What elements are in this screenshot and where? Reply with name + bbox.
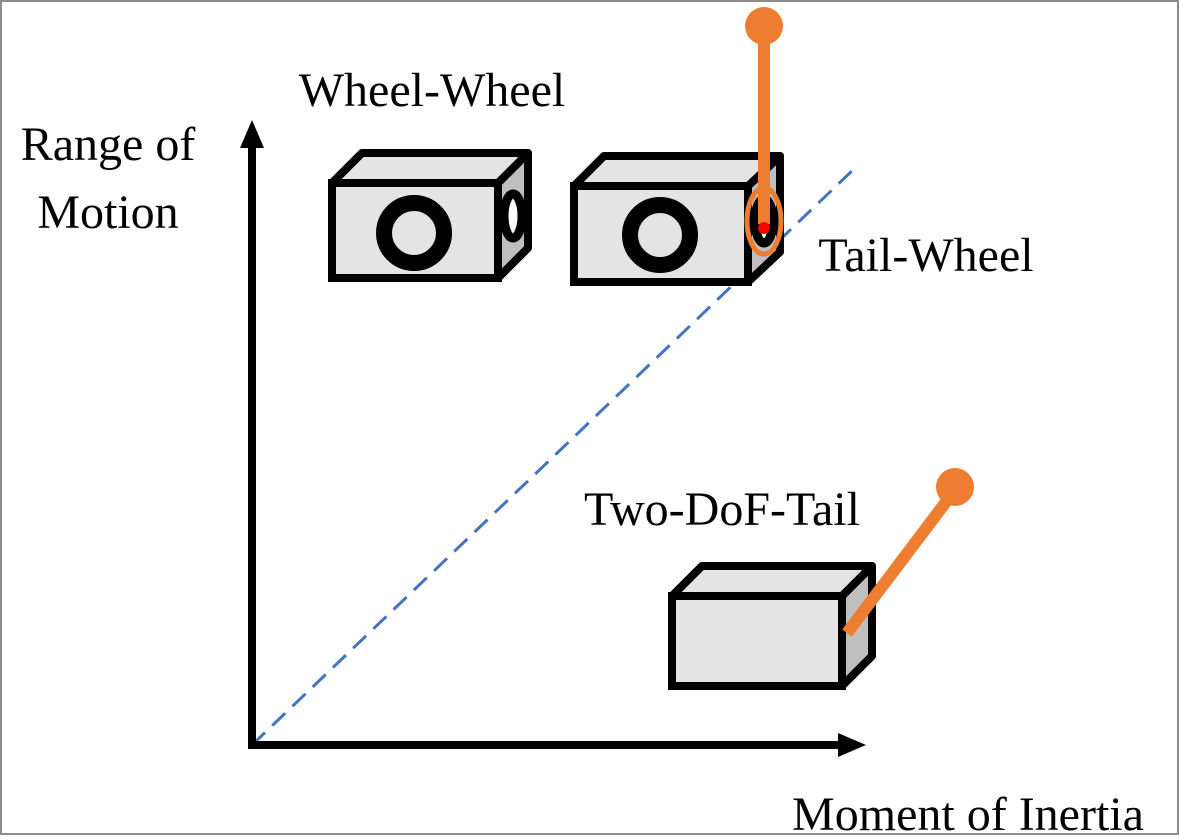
x-axis-arrowhead [838, 733, 866, 757]
pivot-point-icon [758, 222, 770, 234]
box-top-face [570, 152, 784, 190]
tail-mass-icon [745, 7, 783, 45]
tail-wheel-box [570, 7, 784, 286]
wheel-icon [376, 195, 452, 271]
y-axis [240, 120, 264, 748]
two-dof-tail-label: Two-DoF-Tail [584, 483, 860, 536]
x-axis-label: Moment of Inertia [792, 788, 1144, 835]
tail-mass-icon [936, 468, 974, 506]
tail-wheel-label: Tail-Wheel [818, 229, 1033, 282]
two-dof-tail-box [668, 468, 974, 690]
side-wheel-icon [499, 189, 527, 243]
box-top-face [328, 149, 532, 187]
wheel-wheel-box [328, 149, 532, 282]
tail-rod [842, 486, 960, 637]
wheel-icon [622, 197, 698, 273]
box-front-face [668, 592, 846, 690]
x-axis [248, 733, 866, 757]
y-axis-label-line2: Motion [37, 186, 178, 239]
wheel-wheel-label: Wheel-Wheel [299, 64, 565, 117]
y-axis-arrowhead [240, 120, 264, 148]
y-axis-label-line1: Range of [21, 118, 196, 171]
box-top-face [668, 562, 876, 600]
